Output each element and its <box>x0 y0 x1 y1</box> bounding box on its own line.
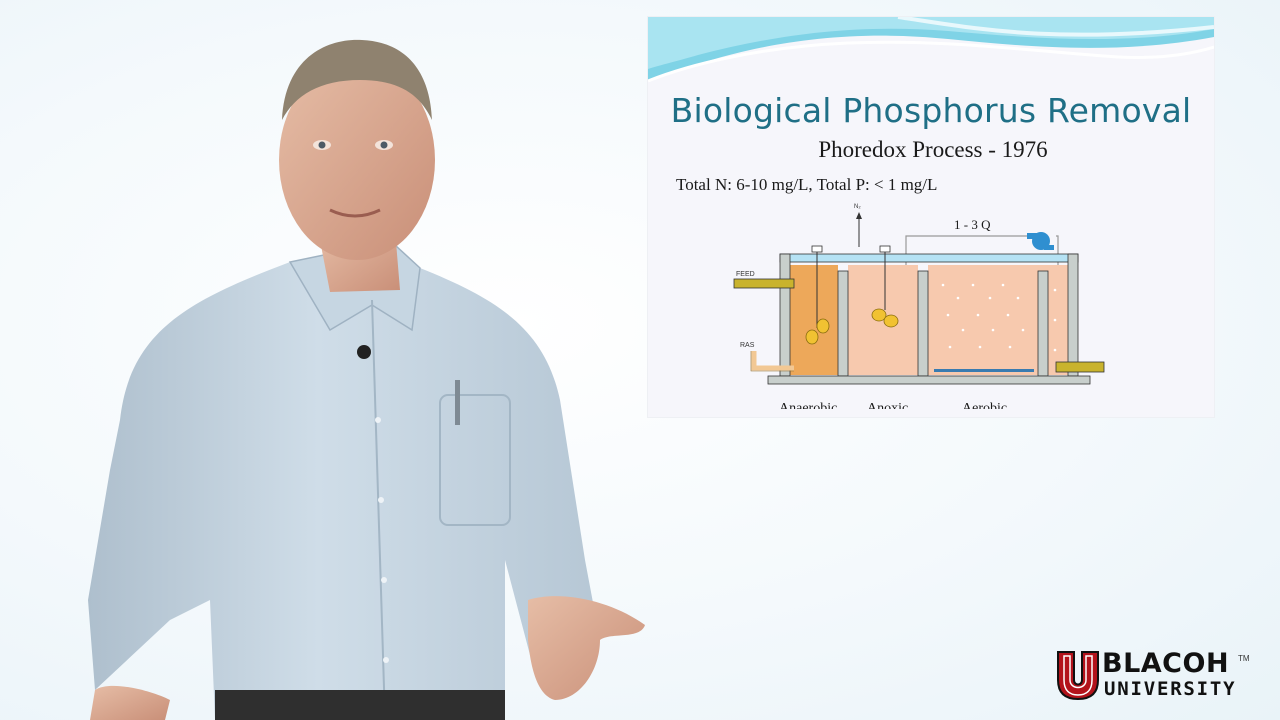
feed-pipe <box>733 278 795 289</box>
mixer-icon <box>805 329 819 345</box>
ras-pipe <box>751 351 794 371</box>
shirt <box>88 250 600 720</box>
recycle-label: 1 - 3 Q <box>954 217 991 232</box>
gas-label: N₂ <box>854 204 861 210</box>
logo-name: BLACOH <box>1102 648 1230 679</box>
zone-label-anaerobic: Anaerobic <box>779 401 837 409</box>
ras-label: RAS <box>740 342 755 349</box>
presenter-person <box>88 39 645 720</box>
mixer-icon <box>871 308 887 322</box>
head <box>279 60 435 260</box>
slide-specs-text: Total N: 6-10 mg/L, Total P: < 1 mg/L <box>676 175 938 194</box>
university-u-logo-icon <box>1057 651 1099 700</box>
effluent-pipe <box>1055 361 1105 373</box>
anaerobic-zone <box>790 265 838 375</box>
logo-trademark: TM <box>1238 654 1250 663</box>
blacoh-university-logo: BLACOH TM UNIVERSITY <box>1054 648 1254 704</box>
slide-title: Biological Phosphorus Removal <box>670 91 1192 130</box>
presentation-slide: Biological Phosphorus Removal Phoredox P… <box>648 17 1214 417</box>
zone-label-aerobic: Aerobic <box>962 401 1007 409</box>
feed-label: FEED <box>736 271 755 278</box>
diffuser <box>934 369 1034 372</box>
phoredox-process-diagram: N₂ 1 - 3 Q <box>733 204 1105 409</box>
hand <box>528 596 645 700</box>
slide-wave-banner <box>648 17 1214 83</box>
zone-label-anoxic: Anoxic <box>867 401 908 409</box>
logo-subtitle: UNIVERSITY <box>1104 678 1237 700</box>
slide-subtitle: Phoredox Process - 1976 <box>818 137 1048 162</box>
